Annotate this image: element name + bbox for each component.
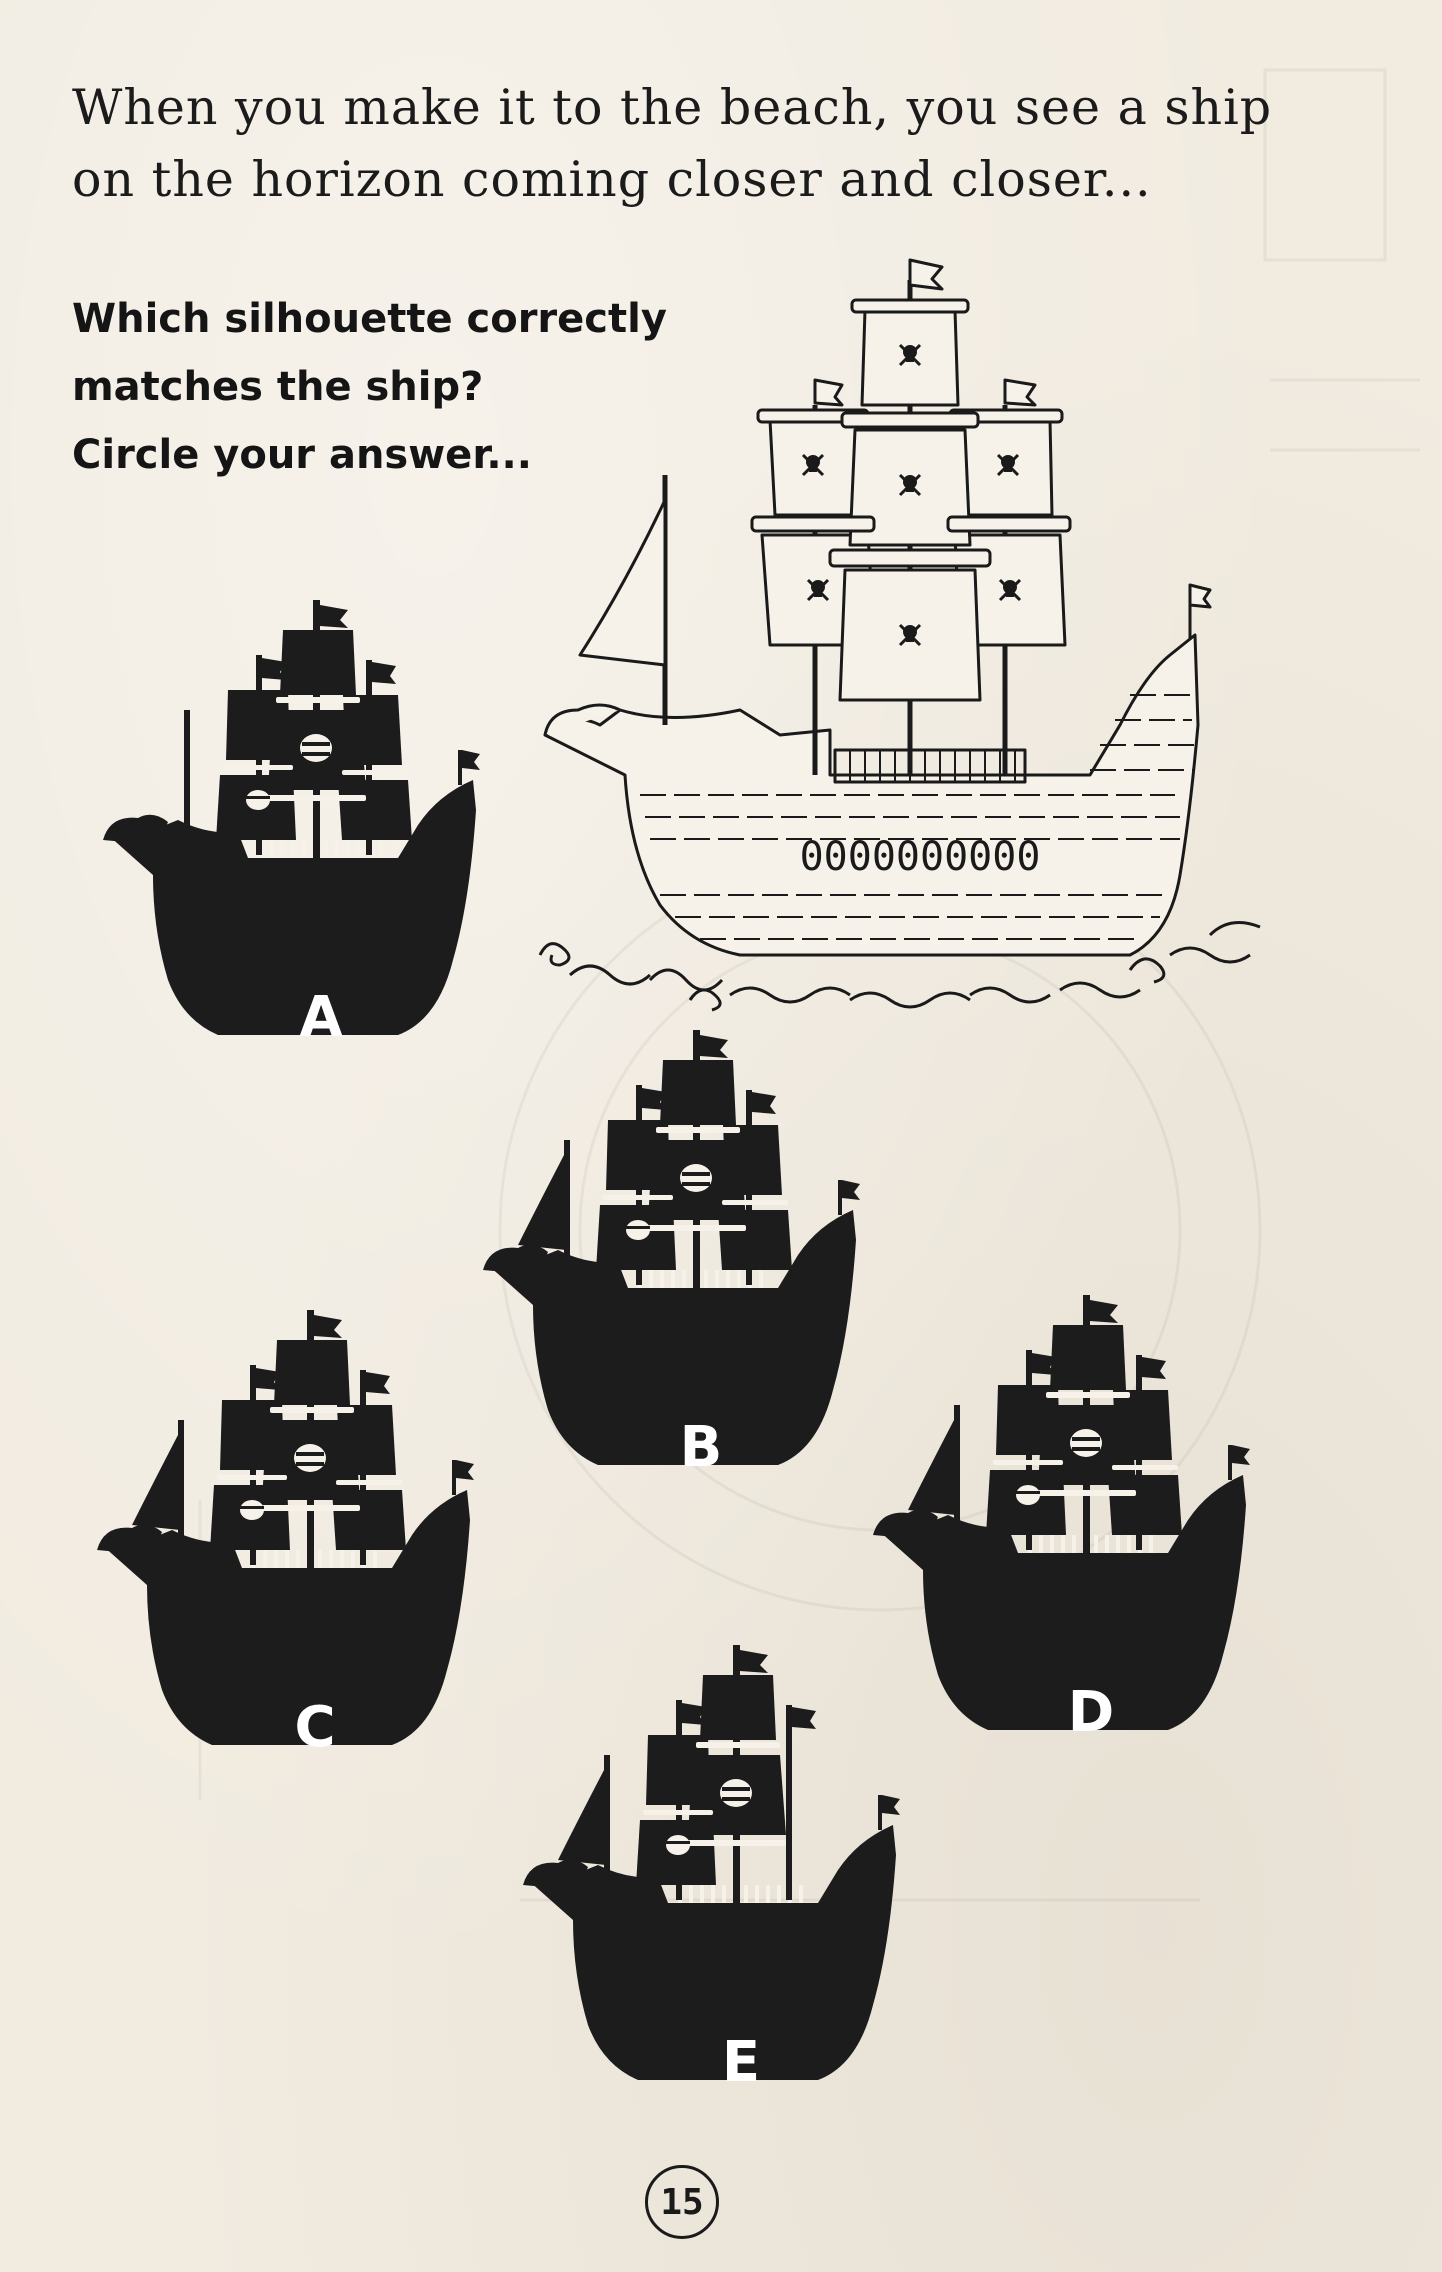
intro-line-2: on the horizon coming closer and closer.… [72, 151, 1152, 208]
ship-silhouette-b [483, 1030, 860, 1465]
ship-silhouette-d [873, 1295, 1250, 1730]
reference-ship-illustration: 0000000000 [538, 258, 1261, 1012]
option-e-silhouette[interactable]: E [518, 1645, 964, 2135]
question-line-1: Which silhouette correctly [72, 296, 667, 342]
hull-number-text: 0000000000 [800, 834, 1041, 880]
ship-silhouette-e [523, 1645, 900, 2080]
question-line-2: matches the ship? [72, 364, 484, 410]
option-c-silhouette[interactable]: C [92, 1310, 538, 1800]
ship-silhouette-a [103, 600, 480, 1035]
intro-line-1: When you make it to the beach, you see a… [72, 79, 1273, 136]
option-b-silhouette[interactable]: B [478, 1030, 924, 1520]
puzzle-question: Which silhouette correctly matches the s… [72, 285, 712, 489]
ship-silhouette-c [97, 1310, 474, 1745]
intro-text: When you make it to the beach, you see a… [72, 72, 1273, 216]
question-line-3: Circle your answer... [72, 432, 532, 478]
option-a-silhouette[interactable]: A [98, 600, 544, 1090]
page-number: 15 [645, 2165, 719, 2239]
option-d-silhouette[interactable]: D [868, 1295, 1314, 1785]
